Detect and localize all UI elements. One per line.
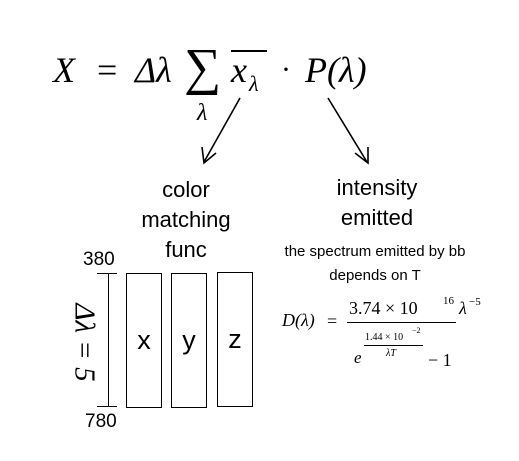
arrow-to-cmf bbox=[201, 97, 241, 165]
intensity-label: intensity emitted bbox=[336, 175, 418, 230]
planck-denominator-minus-one: − 1 bbox=[428, 350, 452, 370]
arrow-to-intensity bbox=[327, 97, 369, 165]
range-bracket-line bbox=[108, 273, 109, 406]
equation-x-bar: x bbox=[231, 50, 247, 90]
planck-numerator-exponent: 16 bbox=[443, 295, 454, 307]
planck-equals: = bbox=[327, 311, 338, 331]
equation-x-bar-subscript: λ bbox=[249, 71, 259, 96]
equation-equals: = bbox=[97, 50, 118, 90]
planck-numerator-lambda: λ bbox=[459, 298, 467, 318]
planck-fraction-line bbox=[347, 322, 456, 323]
range-start-label: 380 bbox=[83, 249, 115, 270]
equation-power: P(λ) bbox=[305, 50, 367, 90]
planck-exponent-denominator: λT bbox=[386, 348, 396, 359]
cmf-box-x-label: x bbox=[137, 325, 151, 355]
range-bracket-top bbox=[97, 273, 117, 274]
planck-denominator-e: e bbox=[354, 348, 362, 367]
cmf-box-y: y bbox=[171, 273, 207, 408]
range-bracket-bottom bbox=[97, 406, 117, 407]
summation-index: λ bbox=[197, 100, 208, 126]
cmf-box-y-label: y bbox=[182, 325, 196, 355]
x-bar-overline bbox=[231, 50, 267, 52]
equation-dot: · bbox=[281, 53, 291, 86]
step-size-label: Δλ = 5 bbox=[68, 303, 101, 382]
cmf-label: color matching func bbox=[141, 177, 231, 262]
cmf-box-z-label: z bbox=[228, 324, 242, 354]
cmf-box-z: z bbox=[217, 272, 253, 407]
planck-lhs: D(λ) bbox=[282, 310, 315, 330]
planck-numerator-lambda-exponent: −5 bbox=[469, 296, 481, 308]
equation-delta-lambda: Δλ bbox=[135, 50, 172, 90]
range-end-label: 780 bbox=[85, 411, 117, 432]
planck-numerator-coefficient: 3.74 × 10 bbox=[349, 298, 418, 318]
planck-exponent-numerator: 1.44 × 10 bbox=[365, 332, 404, 343]
equation-lhs: X bbox=[53, 50, 75, 90]
spectrum-caption: the spectrum emitted by bb depends on T bbox=[284, 243, 466, 284]
planck-exponent-numerator-power: −2 bbox=[412, 326, 421, 335]
summation-symbol: ∑ bbox=[184, 39, 222, 96]
planck-exponent-fraction-line bbox=[364, 345, 423, 346]
cmf-box-x: x bbox=[126, 273, 162, 408]
